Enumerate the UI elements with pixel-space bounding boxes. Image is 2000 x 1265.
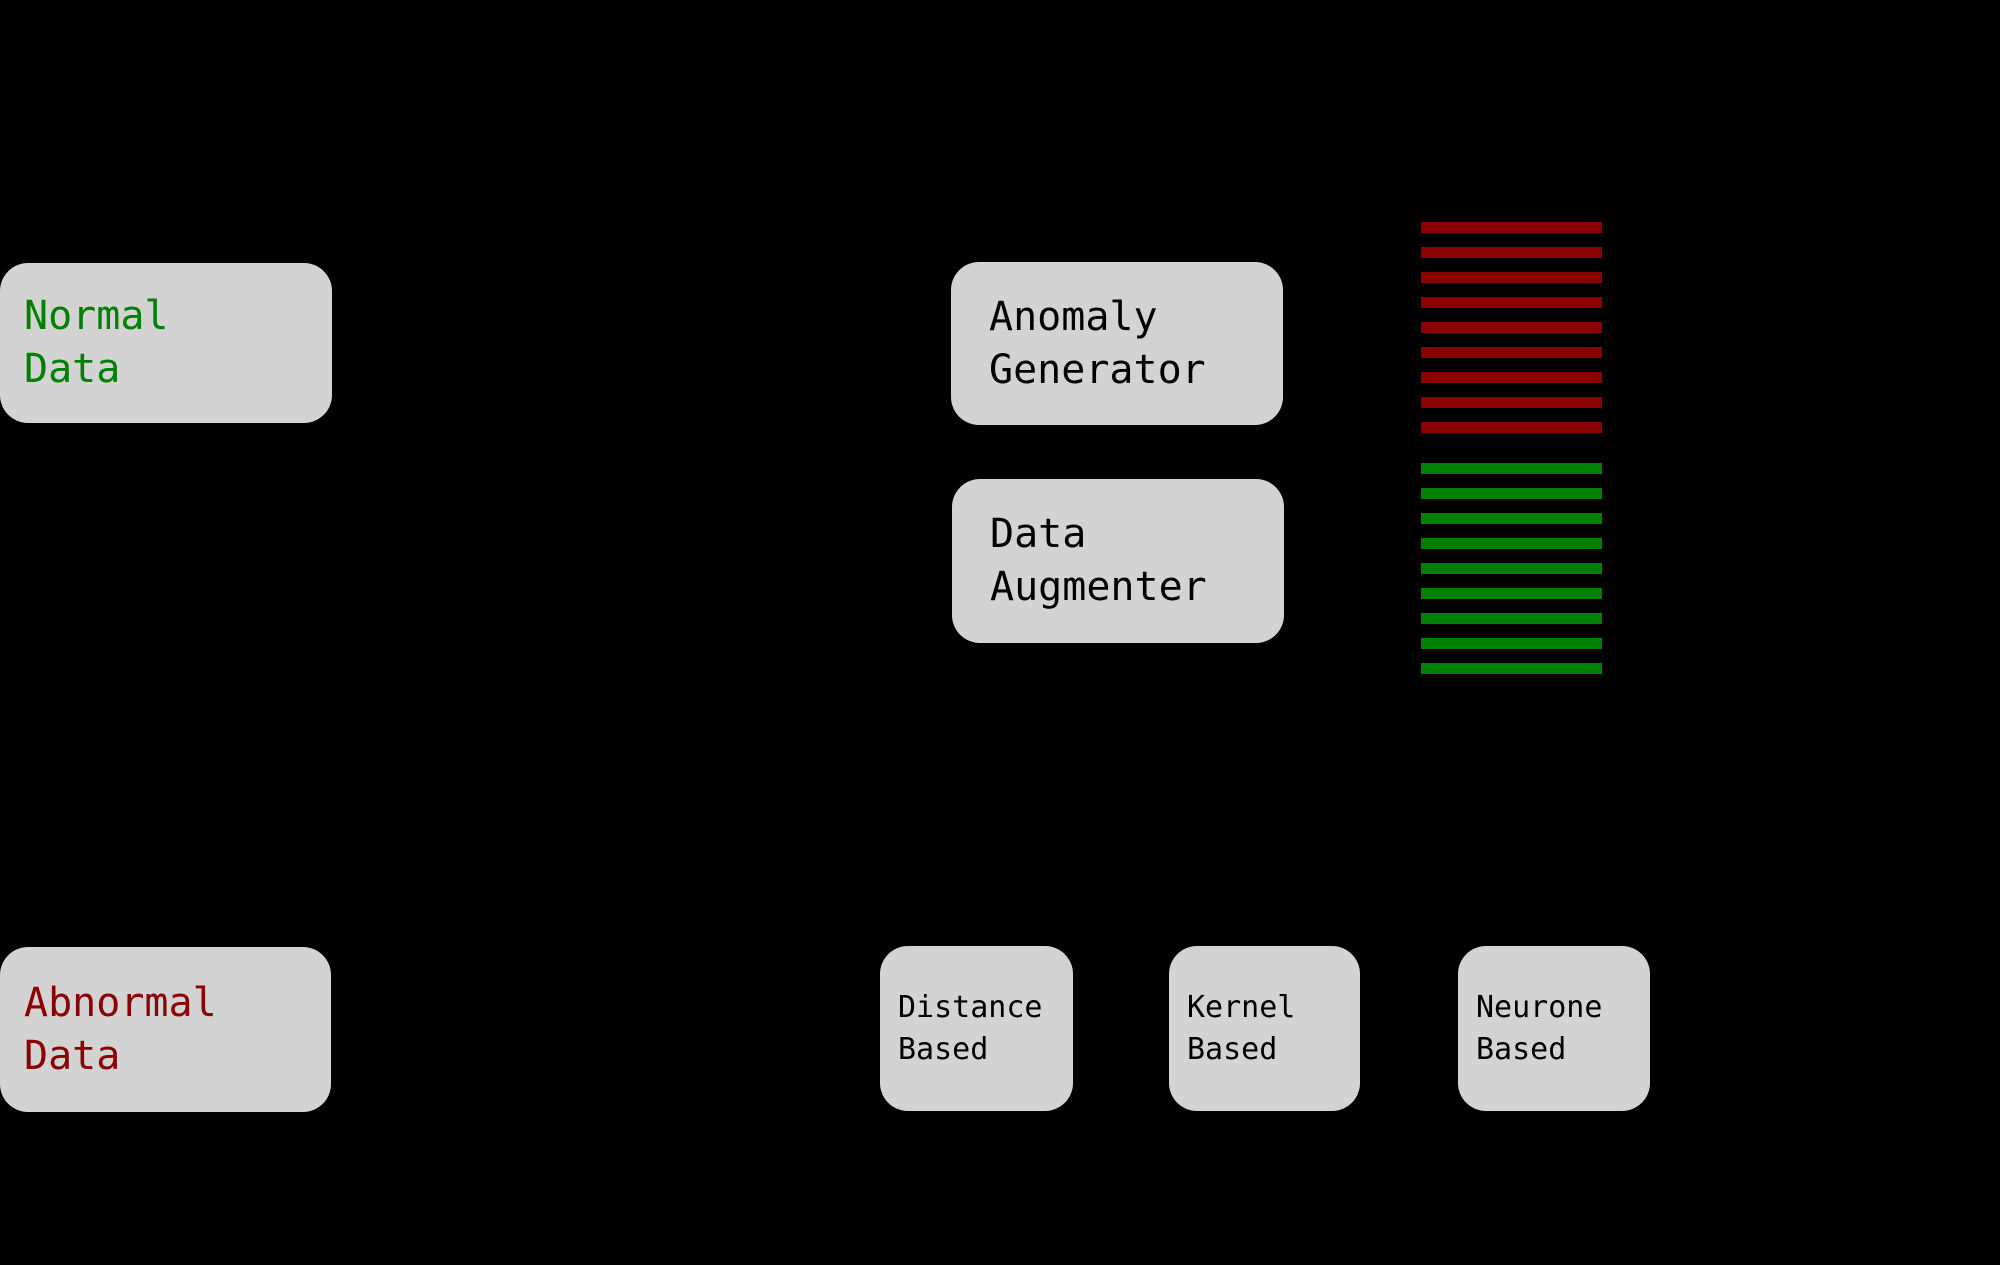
anomalous-stripe	[1421, 372, 1602, 383]
normal-data-box: Normal Data	[0, 263, 332, 423]
anomalous-stripe	[1421, 247, 1602, 258]
anomalous-data-stripes	[1421, 222, 1602, 433]
normal-data-stripes	[1421, 463, 1602, 674]
data-augmenter-box: Data Augmenter	[952, 479, 1284, 643]
anomalous-stripe	[1421, 422, 1602, 433]
neurone-based-label: Neurone Based	[1476, 989, 1603, 1067]
data-augmenter-label: Data Augmenter	[990, 511, 1207, 610]
distance-based-label: Distance Based	[898, 989, 1043, 1067]
normal-stripe	[1421, 538, 1602, 549]
anomalous-stripe	[1421, 397, 1602, 408]
anomalous-stripe	[1421, 297, 1602, 308]
abnormal-data-label: Abnormal Data	[24, 979, 217, 1079]
normal-stripe	[1421, 588, 1602, 599]
anomalous-stripe	[1421, 322, 1602, 333]
anomalous-stripe	[1421, 272, 1602, 283]
anomalous-stripe	[1421, 222, 1602, 233]
normal-stripe	[1421, 663, 1602, 674]
kernel-based-box: Kernel Based	[1169, 946, 1360, 1111]
normal-stripe	[1421, 613, 1602, 624]
anomalous-stripe	[1421, 347, 1602, 358]
normal-stripe	[1421, 488, 1602, 499]
kernel-based-label: Kernel Based	[1187, 989, 1296, 1067]
normal-stripe	[1421, 463, 1602, 474]
distance-based-box: Distance Based	[880, 946, 1073, 1111]
anomaly-generator-label: Anomaly Generator	[989, 293, 1206, 393]
normal-data-label: Normal Data	[24, 293, 169, 392]
neurone-based-box: Neurone Based	[1458, 946, 1650, 1111]
normal-stripe	[1421, 563, 1602, 574]
anomaly-generator-box: Anomaly Generator	[951, 262, 1283, 425]
normal-stripe	[1421, 638, 1602, 649]
normal-stripe	[1421, 513, 1602, 524]
abnormal-data-box: Abnormal Data	[0, 947, 331, 1112]
